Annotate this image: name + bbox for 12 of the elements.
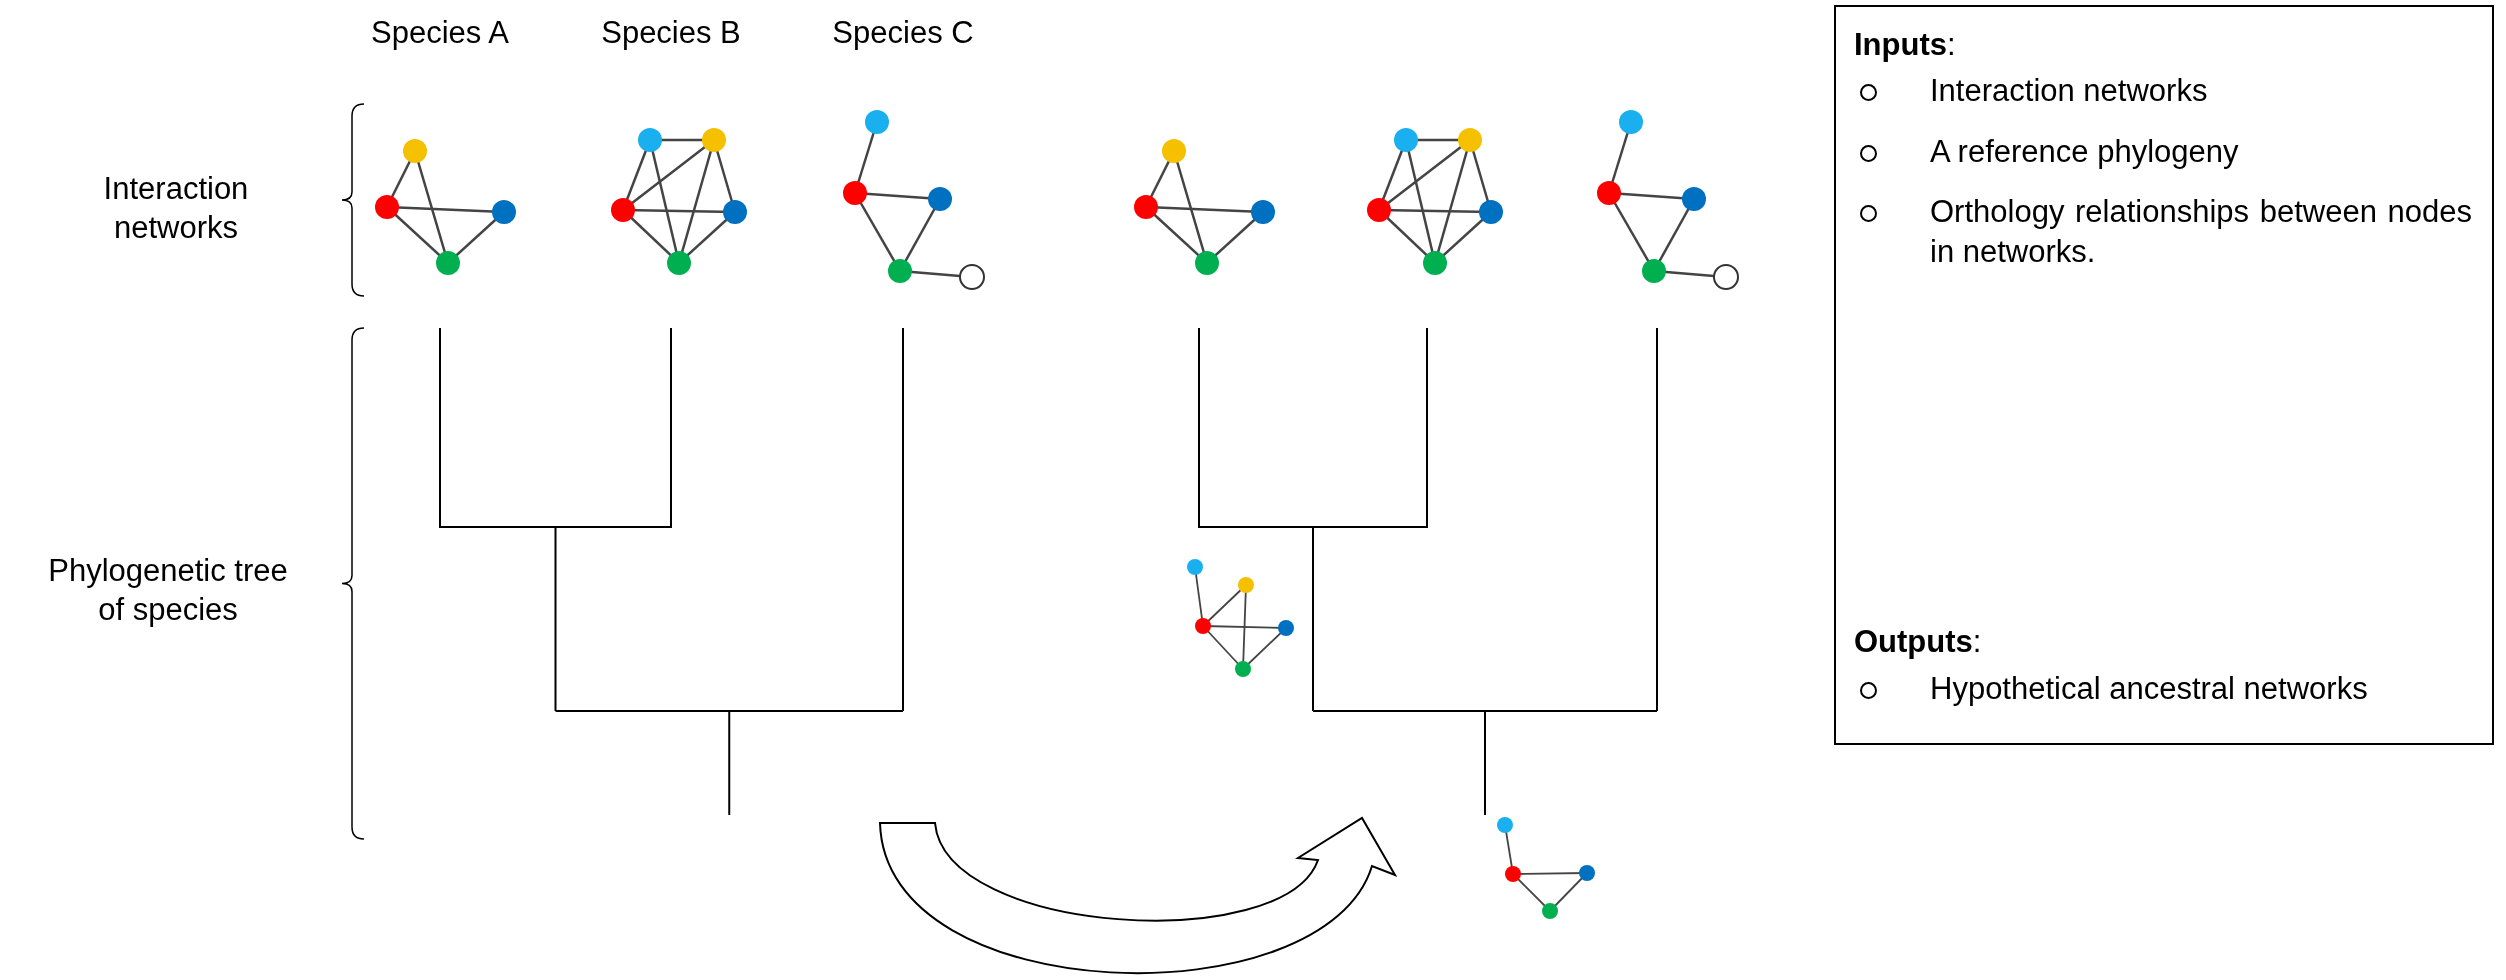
section-heading: Outputs: xyxy=(1854,623,1983,662)
list-item: Interaction networks xyxy=(1930,72,2209,111)
list-item: Hypothetical ancestral networks xyxy=(1930,669,2369,708)
text-box xyxy=(1834,5,2494,745)
list-item: A reference phylogeny xyxy=(1930,132,2240,171)
column-heading: Species C xyxy=(832,14,974,52)
section-heading: Inputs: xyxy=(1854,26,1957,64)
row-label: Interaction networks xyxy=(102,170,250,247)
row-label: Phylogenetic tree of species xyxy=(47,552,289,629)
list-item: Orthology relationships between nodes in networks. xyxy=(1930,192,2472,272)
column-heading: Species A xyxy=(371,14,509,52)
column-heading: Species B xyxy=(601,14,741,52)
